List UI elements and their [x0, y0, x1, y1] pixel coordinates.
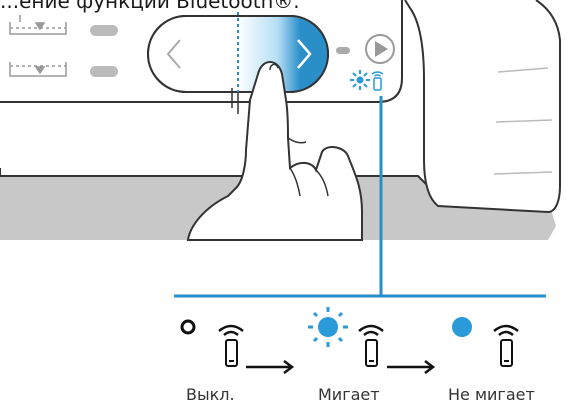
play-icon[interactable] — [366, 35, 394, 63]
play-dash — [336, 47, 350, 54]
phone-signal-icon — [219, 326, 243, 366]
tank-top-icon — [10, 15, 66, 34]
bluetooth-blink-icon — [350, 70, 383, 90]
swipe-slider[interactable] — [148, 12, 328, 96]
arrow-right-icon — [246, 361, 292, 373]
indicator-off — [182, 321, 194, 333]
state-label-blinking: Мигает — [318, 385, 380, 405]
phone-signal-icon — [359, 326, 383, 366]
page-title: ...ение функции Bluetooth®. — [0, 0, 300, 14]
indicator-blinking — [308, 307, 348, 347]
tank-bottom-icon — [10, 62, 66, 76]
state-label-off: Выкл. — [186, 385, 235, 405]
indicator-pill-bottom — [90, 66, 118, 77]
indicator-steady — [452, 317, 472, 337]
phone-signal-icon — [494, 326, 518, 366]
indicator-pill-top — [90, 25, 118, 36]
appliance-outline — [405, 0, 560, 212]
state-label-steady: Не мигает — [448, 385, 535, 405]
arrow-right-icon — [387, 361, 433, 373]
